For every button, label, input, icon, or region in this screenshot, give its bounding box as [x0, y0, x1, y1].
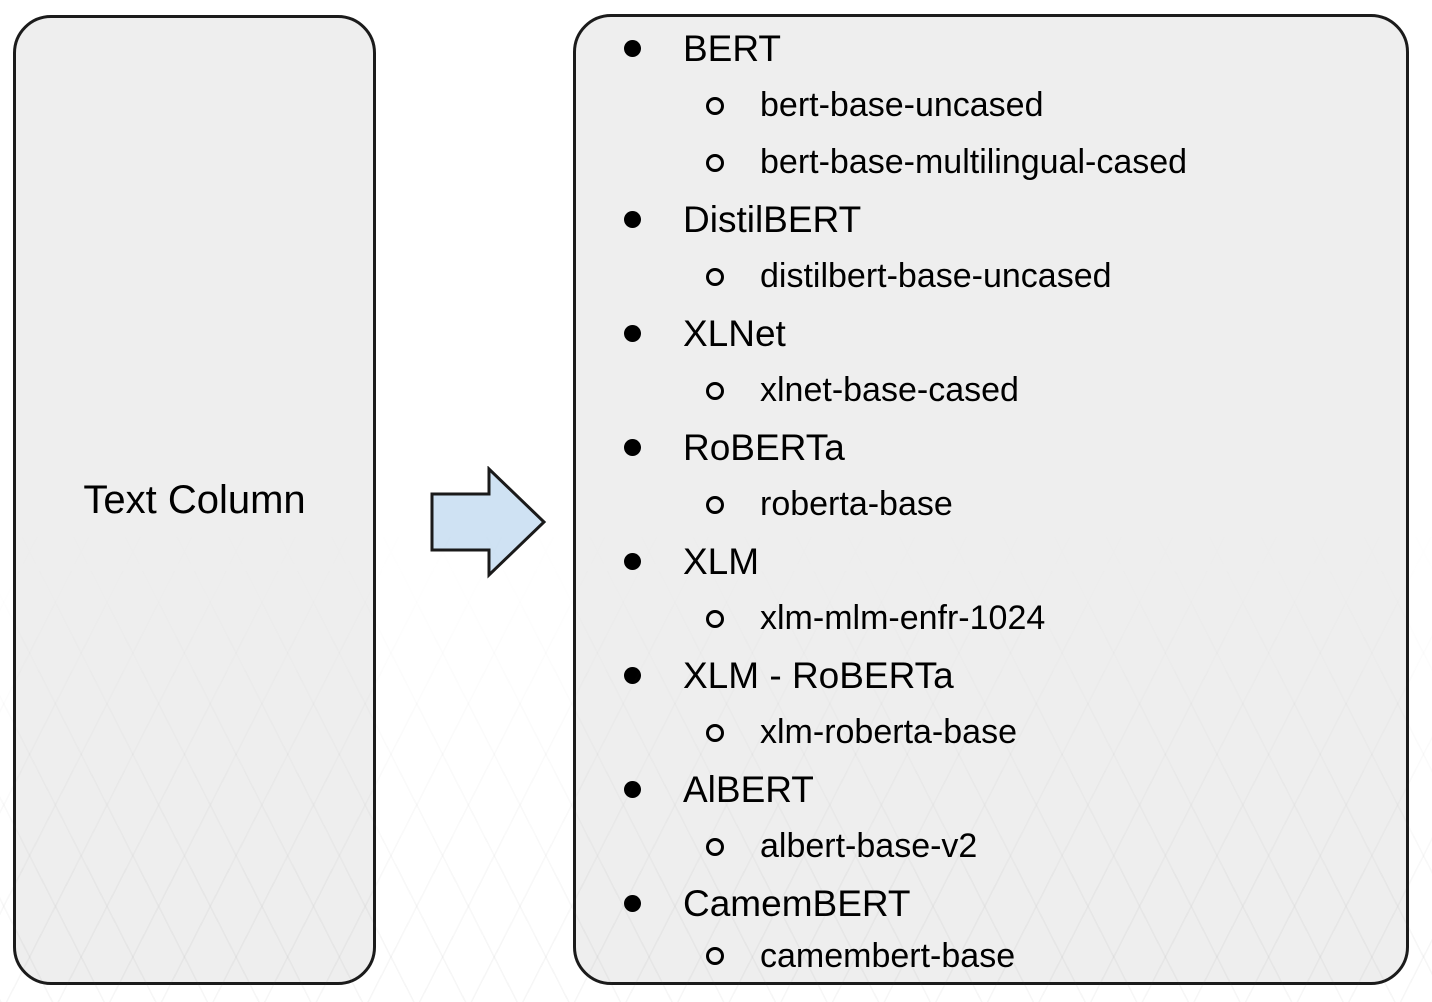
- disc-bullet-icon: [624, 781, 641, 798]
- model-variant-label: albert-base-v2: [760, 827, 978, 865]
- model-variant-item: camembert-base: [576, 932, 1406, 980]
- model-family-item: AlBERT: [576, 761, 1406, 818]
- text-column-box: Text Column: [13, 15, 376, 985]
- model-family-item: XLM: [576, 533, 1406, 590]
- model-variant-label: camembert-base: [760, 936, 1016, 975]
- model-family-item: XLM - RoBERTa: [576, 647, 1406, 704]
- disc-bullet-icon: [624, 40, 641, 57]
- model-variant-item: roberta-base: [576, 476, 1406, 533]
- text-column-label: Text Column: [83, 478, 306, 522]
- model-variant-label: bert-base-uncased: [760, 86, 1044, 124]
- model-family-label: BERT: [683, 27, 782, 69]
- model-family-item: BERT: [576, 20, 1406, 77]
- circle-bullet-icon: [706, 837, 724, 856]
- model-family-label: AlBERT: [683, 768, 814, 810]
- model-variant-item: distilbert-base-uncased: [576, 248, 1406, 305]
- circle-bullet-icon: [706, 267, 724, 286]
- right-arrow-shape: [430, 466, 547, 579]
- model-family-item: DistilBERT: [576, 191, 1406, 248]
- model-variant-label: roberta-base: [760, 485, 953, 523]
- model-variant-label: bert-base-multilingual-cased: [760, 143, 1188, 181]
- disc-bullet-icon: [624, 439, 641, 456]
- circle-bullet-icon: [706, 495, 724, 514]
- model-family-label: XLM: [683, 540, 760, 582]
- model-family-item: RoBERTa: [576, 419, 1406, 476]
- circle-bullet-icon: [706, 609, 724, 628]
- model-family-label: XLNet: [683, 312, 786, 354]
- model-variant-item: xlm-roberta-base: [576, 704, 1406, 761]
- model-family-item: XLNet: [576, 305, 1406, 362]
- models-box: BERT bert-base-uncased bert-base-multili…: [573, 14, 1409, 985]
- circle-bullet-icon: [706, 381, 724, 400]
- circle-bullet-icon: [706, 947, 724, 965]
- model-family-label: CamemBERT: [683, 882, 911, 924]
- model-variant-item: xlnet-base-cased: [576, 362, 1406, 419]
- circle-bullet-icon: [706, 723, 724, 742]
- circle-bullet-icon: [706, 153, 724, 172]
- model-family-label: RoBERTa: [683, 426, 845, 468]
- model-family-label: XLM - RoBERTa: [683, 654, 954, 696]
- model-variant-label: distilbert-base-uncased: [760, 257, 1112, 295]
- circle-bullet-icon: [706, 96, 724, 115]
- model-family-label: DistilBERT: [683, 198, 862, 240]
- model-list: BERT bert-base-uncased bert-base-multili…: [576, 20, 1406, 980]
- model-variant-label: xlm-mlm-enfr-1024: [760, 599, 1046, 637]
- model-family-item: CamemBERT: [576, 875, 1406, 932]
- disc-bullet-icon: [624, 895, 641, 912]
- model-variant-label: xlm-roberta-base: [760, 713, 1017, 751]
- right-arrow-icon: [430, 466, 547, 579]
- model-variant-item: bert-base-uncased: [576, 77, 1406, 134]
- disc-bullet-icon: [624, 667, 641, 684]
- disc-bullet-icon: [624, 325, 641, 342]
- model-variant-label: xlnet-base-cased: [760, 371, 1019, 409]
- disc-bullet-icon: [624, 211, 641, 228]
- model-variant-item: albert-base-v2: [576, 818, 1406, 875]
- model-variant-item: xlm-mlm-enfr-1024: [576, 590, 1406, 647]
- disc-bullet-icon: [624, 553, 641, 570]
- model-variant-item: bert-base-multilingual-cased: [576, 134, 1406, 191]
